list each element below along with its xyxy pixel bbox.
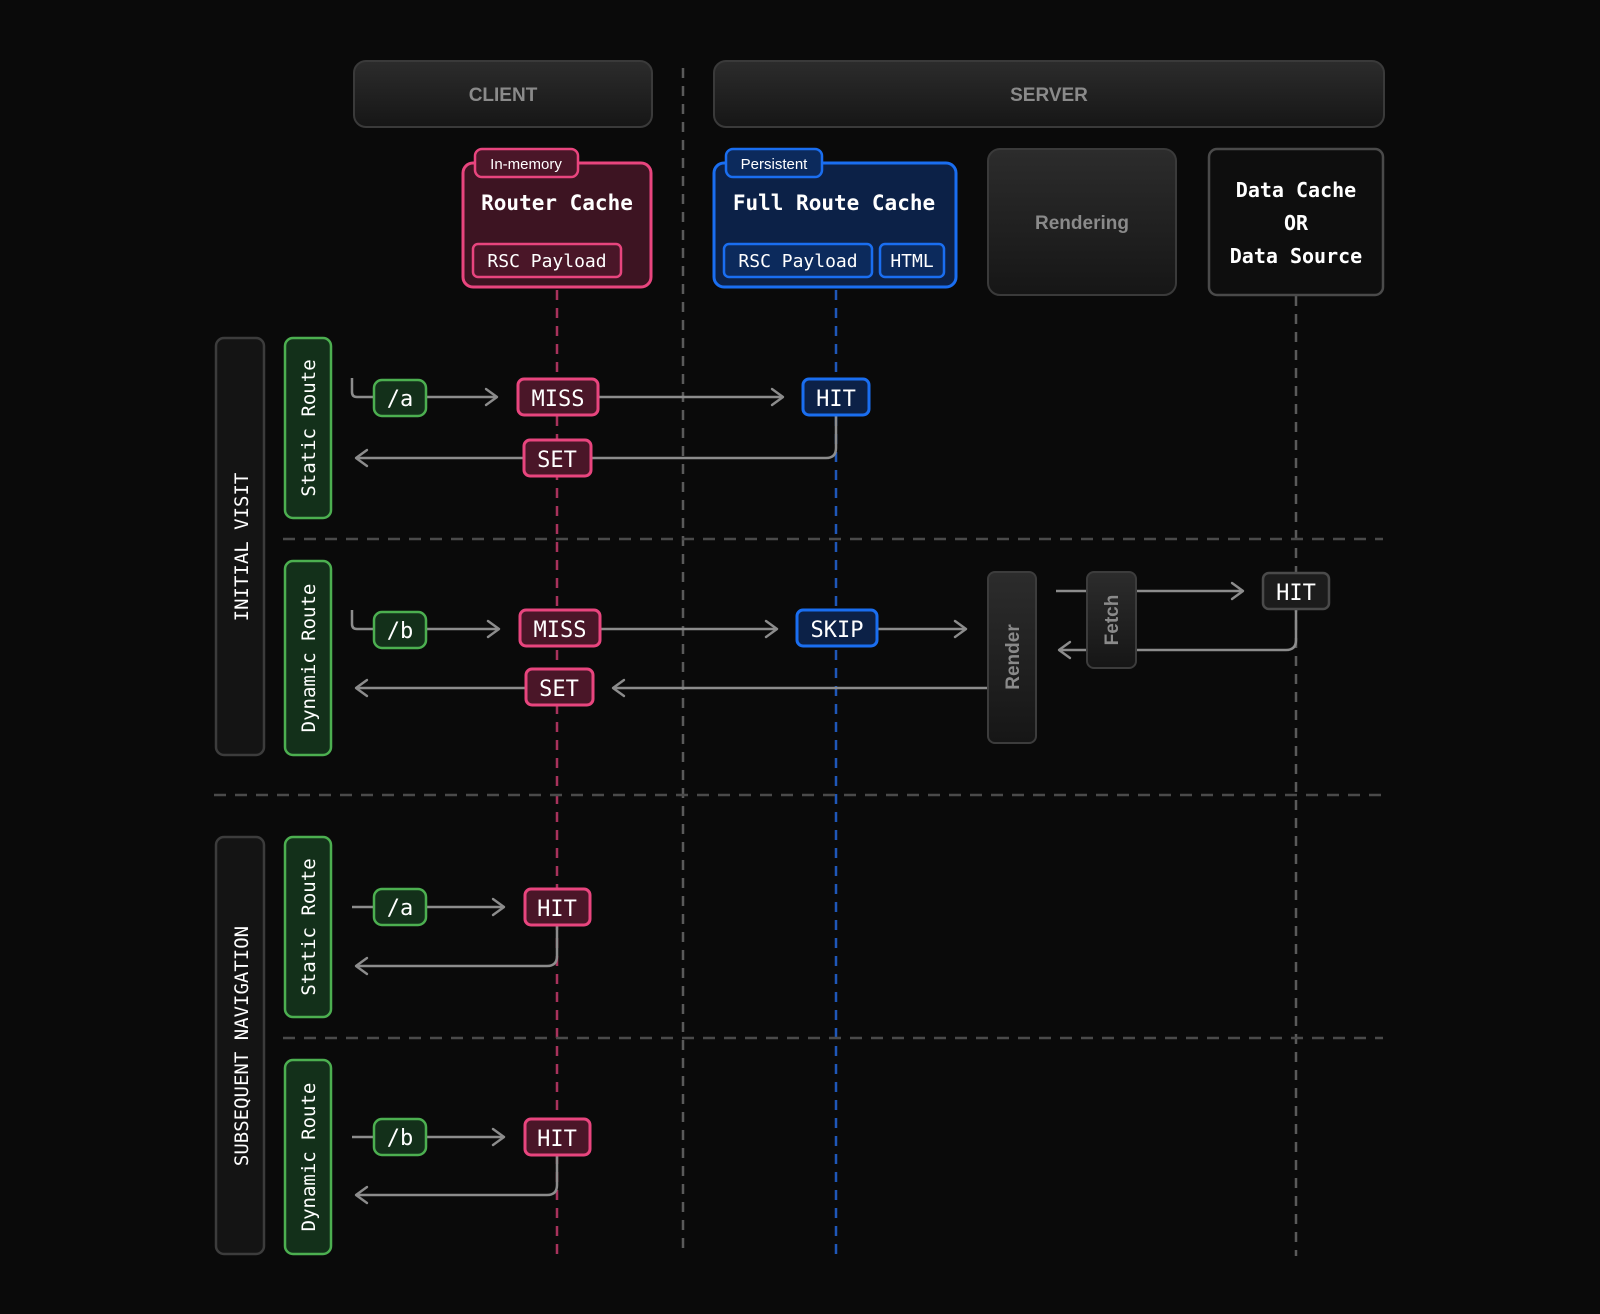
path-a-badge: /a: [372, 887, 428, 927]
row-label-dynamic-initial: Dynamic Route: [283, 559, 333, 757]
data-cache-line1: Data Cache: [1236, 178, 1356, 202]
client-header: CLIENT: [353, 60, 653, 128]
data-cache-line3: Data Source: [1230, 244, 1362, 268]
row-label-dynamic-subsequent: Dynamic Route: [283, 1058, 333, 1256]
svg-text:HIT: HIT: [816, 387, 856, 412]
server-label: SERVER: [1010, 85, 1088, 106]
svg-text:/a: /a: [387, 387, 414, 412]
flow-subsequent-dynamic: /b HIT: [352, 1117, 592, 1205]
flow-subsequent-static: /a HIT: [352, 887, 592, 976]
svg-text:HIT: HIT: [537, 897, 577, 922]
svg-text:Dynamic Route: Dynamic Route: [298, 584, 320, 733]
svg-text:/b: /b: [387, 1126, 414, 1151]
full-route-cache-tag: Persistent: [741, 156, 809, 173]
section-subsequent-navigation-label: SUBSEQUENT NAVIGATION: [231, 926, 253, 1166]
server-header: SERVER: [713, 60, 1385, 128]
full-route-cache-skip-badge: SKIP: [795, 608, 879, 648]
svg-text:SET: SET: [539, 677, 579, 702]
data-cache-hit-badge: HIT: [1261, 571, 1331, 611]
router-cache-hit-badge: HIT: [523, 887, 592, 927]
data-cache-line2: OR: [1284, 211, 1309, 235]
rendering-title: Rendering: [1035, 213, 1129, 234]
flow-initial-static: /a MISS HIT SET: [350, 377, 871, 478]
svg-text:/b: /b: [387, 619, 414, 644]
svg-text:HIT: HIT: [1276, 581, 1316, 606]
router-cache-miss-badge: MISS: [516, 377, 600, 417]
router-cache-tag: In-memory: [490, 156, 562, 173]
path-a-badge: /a: [372, 378, 428, 418]
svg-text:SET: SET: [537, 448, 577, 473]
svg-text:HIT: HIT: [537, 1127, 577, 1152]
router-cache-set-badge: SET: [522, 438, 593, 478]
full-route-cache-title: Full Route Cache: [733, 191, 935, 215]
router-cache-title: Router Cache: [481, 191, 633, 215]
router-cache-set-badge: SET: [524, 667, 595, 707]
svg-text:Fetch: Fetch: [1102, 595, 1123, 646]
data-cache-box: Data Cache OR Data Source: [1207, 147, 1385, 297]
row-label-static-subsequent: Static Route: [283, 835, 333, 1019]
router-cache-box: In-memory Router Cache RSC Payload: [461, 147, 653, 289]
router-cache-hit-badge: HIT: [523, 1117, 592, 1157]
path-b-badge: /b: [372, 1117, 428, 1157]
svg-text:/a: /a: [387, 896, 414, 921]
row-label-static-initial: Static Route: [283, 336, 333, 520]
svg-text:SKIP: SKIP: [811, 618, 864, 643]
full-route-cache-box: Persistent Full Route Cache RSC Payload …: [712, 147, 958, 289]
section-initial-visit-label: INITIAL VISIT: [231, 473, 253, 622]
svg-text:Dynamic Route: Dynamic Route: [298, 1083, 320, 1232]
path-b-badge: /b: [372, 610, 428, 650]
render-box: Render: [987, 571, 1037, 744]
svg-text:Render: Render: [1003, 624, 1024, 690]
svg-text:Static Route: Static Route: [298, 359, 320, 496]
full-route-cache-rsc-payload: RSC Payload: [738, 251, 857, 272]
svg-text:MISS: MISS: [532, 387, 585, 412]
section-initial-visit: INITIAL VISIT: [214, 336, 266, 757]
full-route-cache-hit-badge: HIT: [801, 377, 871, 417]
router-cache-miss-badge: MISS: [518, 608, 602, 648]
client-label: CLIENT: [469, 85, 538, 106]
fetch-box: Fetch: [1086, 571, 1137, 669]
svg-text:MISS: MISS: [534, 618, 587, 643]
flow-initial-dynamic: /b MISS SKIP SET Render Fetch HIT: [350, 571, 1331, 744]
full-route-cache-html: HTML: [890, 251, 934, 272]
rendering-box: Rendering: [987, 148, 1177, 296]
router-cache-rsc-payload: RSC Payload: [487, 251, 606, 272]
section-subsequent-navigation: SUBSEQUENT NAVIGATION: [214, 835, 266, 1256]
svg-text:Static Route: Static Route: [298, 858, 320, 995]
